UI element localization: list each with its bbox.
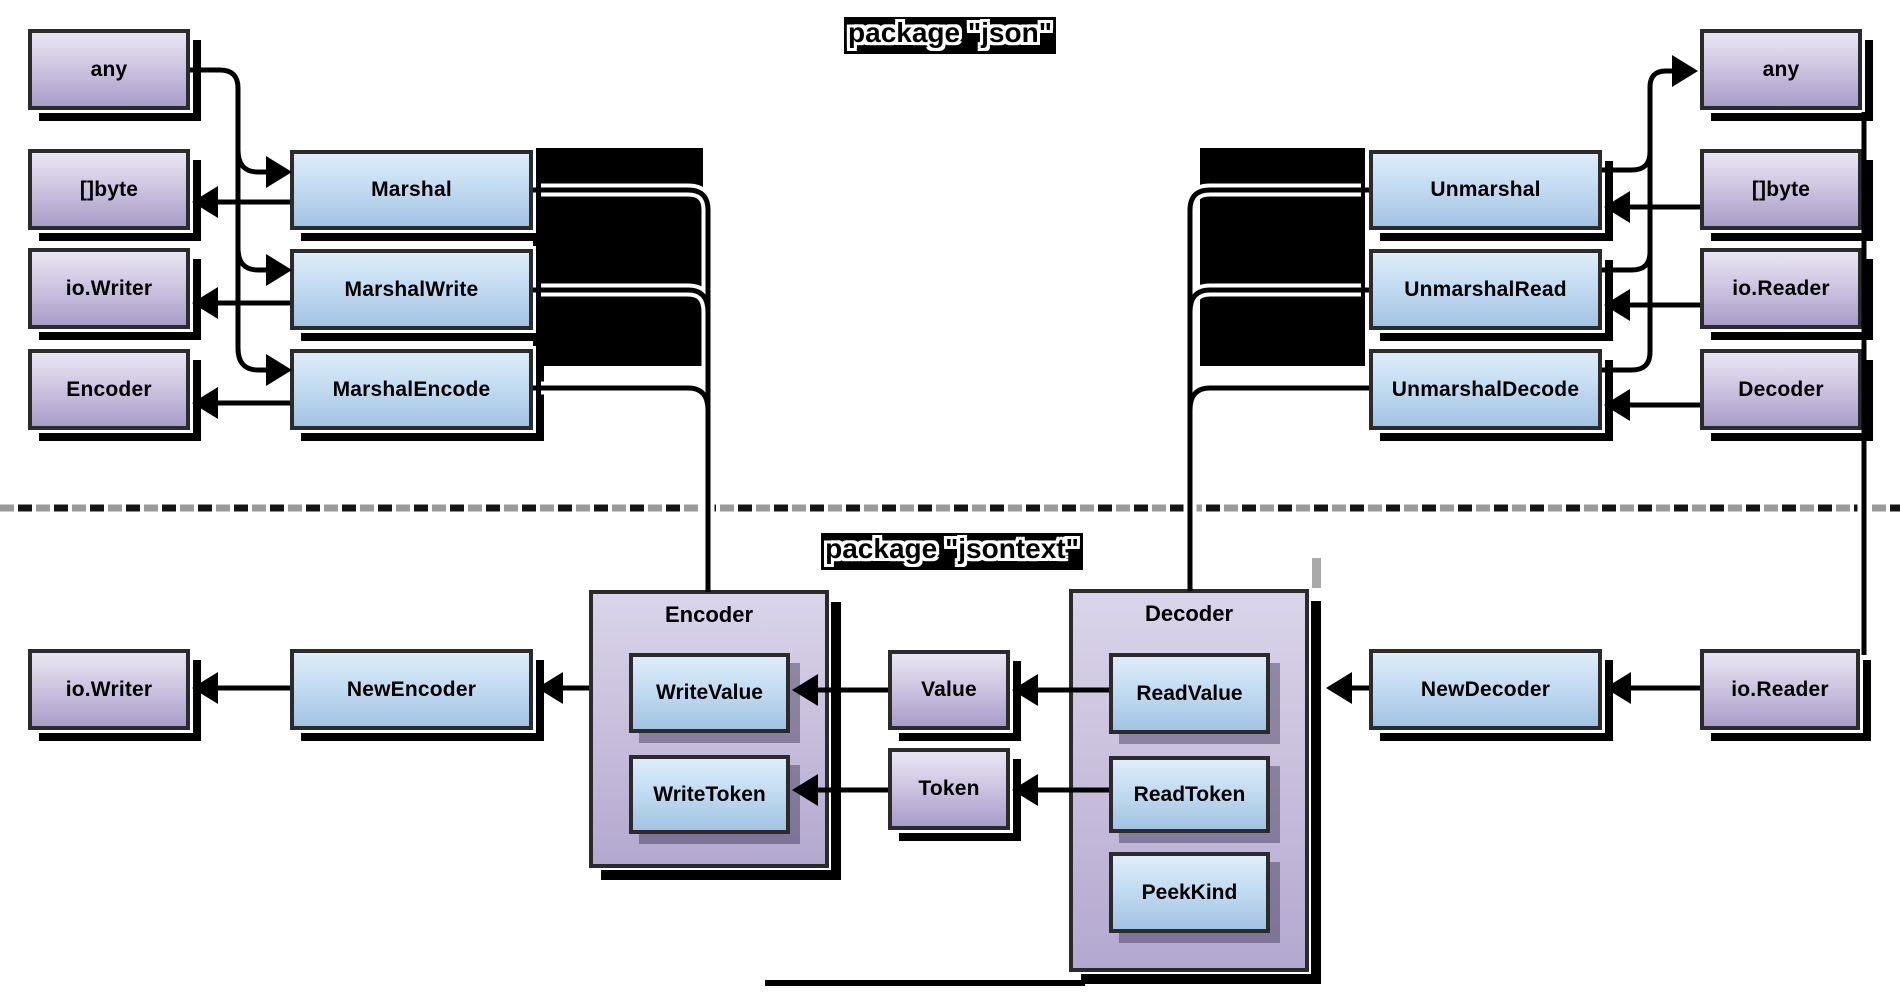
- artifact-gray-tick: [1312, 558, 1321, 588]
- node-label: ReadToken: [1133, 782, 1246, 806]
- node-label: io.Reader: [1731, 677, 1829, 701]
- node-marshalencode: MarshalEncode: [290, 349, 533, 430]
- node-unmarshaldecode: UnmarshalDecode: [1369, 349, 1602, 430]
- node-label: io.Writer: [65, 276, 153, 300]
- node-label: Token: [918, 777, 980, 800]
- node-ioreader-json: io.Reader: [1700, 248, 1862, 329]
- node-label: io.Reader: [1732, 276, 1830, 300]
- container-decoder: Decoder ReadValue ReadToken PeekKind: [1069, 589, 1309, 972]
- node-label: NewEncoder: [346, 677, 477, 701]
- node-marshal: Marshal: [290, 150, 533, 230]
- node-label: Decoder: [1738, 377, 1824, 401]
- node-newencoder: NewEncoder: [290, 649, 533, 730]
- node-label: Marshal: [371, 178, 452, 201]
- node-bytes-json-right: []byte: [1700, 149, 1862, 230]
- node-label: []byte: [79, 177, 139, 201]
- node-label: Encoder: [66, 377, 152, 401]
- edge-any-to-marshals: [190, 67, 284, 373]
- node-label: MarshalEncode: [332, 377, 491, 401]
- node-label: []byte: [1751, 177, 1811, 201]
- package-jsontext-title-text: package "jsontext": [821, 533, 1083, 565]
- node-newdecoder: NewDecoder: [1369, 649, 1602, 730]
- node-token: Token: [888, 748, 1010, 830]
- node-writevalue: WriteValue: [629, 653, 790, 733]
- node-iowriter-jsontext: io.Writer: [28, 649, 190, 730]
- node-readvalue: ReadValue: [1109, 653, 1270, 734]
- node-bytes-json-left: []byte: [28, 149, 190, 230]
- node-unmarshalread: UnmarshalRead: [1369, 249, 1602, 330]
- node-label: NewDecoder: [1420, 677, 1551, 701]
- node-marshalwrite: MarshalWrite: [290, 249, 533, 330]
- edge-marshalencode-to-encoder: [533, 385, 711, 411]
- node-label: Value: [921, 678, 977, 701]
- node-label: UnmarshalDecode: [1391, 377, 1580, 401]
- package-json-title-text: package "json": [844, 17, 1056, 49]
- redaction-block-right: [1200, 148, 1365, 366]
- node-label: UnmarshalRead: [1404, 277, 1567, 301]
- container-encoder: Encoder WriteValue WriteToken: [589, 590, 829, 868]
- node-iowriter-json: io.Writer: [28, 248, 190, 329]
- node-writetoken: WriteToken: [629, 755, 790, 834]
- node-label: any: [90, 57, 128, 81]
- node-label: io.Writer: [65, 677, 153, 701]
- node-unmarshal: Unmarshal: [1369, 150, 1602, 230]
- redaction-block-left: [533, 148, 703, 366]
- node-readtoken: ReadToken: [1109, 756, 1270, 833]
- node-label: WriteValue: [656, 681, 763, 704]
- node-label: WriteToken: [653, 782, 766, 806]
- node-label: PeekKind: [1141, 880, 1238, 904]
- node-label: Unmarshal: [1430, 178, 1541, 201]
- node-peekkind: PeekKind: [1109, 852, 1270, 933]
- package-json-title: package "json": [690, 17, 1210, 55]
- edge-unmarshals-to-any: [1602, 68, 1690, 373]
- node-ioreader-jsontext: io.Reader: [1700, 649, 1860, 730]
- node-any-json-left: any: [28, 29, 190, 110]
- container-encoder-title: Encoder: [664, 602, 754, 627]
- node-label: MarshalWrite: [344, 277, 479, 301]
- package-jsontext-title: package "jsontext": [692, 533, 1212, 571]
- node-any-json-right: any: [1700, 29, 1862, 110]
- node-label: any: [1762, 57, 1800, 81]
- edge-unmarshaldecode-to-decoder: [1187, 385, 1369, 411]
- node-label: ReadValue: [1136, 681, 1243, 705]
- node-value: Value: [888, 650, 1010, 730]
- container-decoder-title: Decoder: [1144, 601, 1234, 626]
- node-encoder-json: Encoder: [28, 349, 190, 430]
- node-decoder-json: Decoder: [1700, 349, 1862, 430]
